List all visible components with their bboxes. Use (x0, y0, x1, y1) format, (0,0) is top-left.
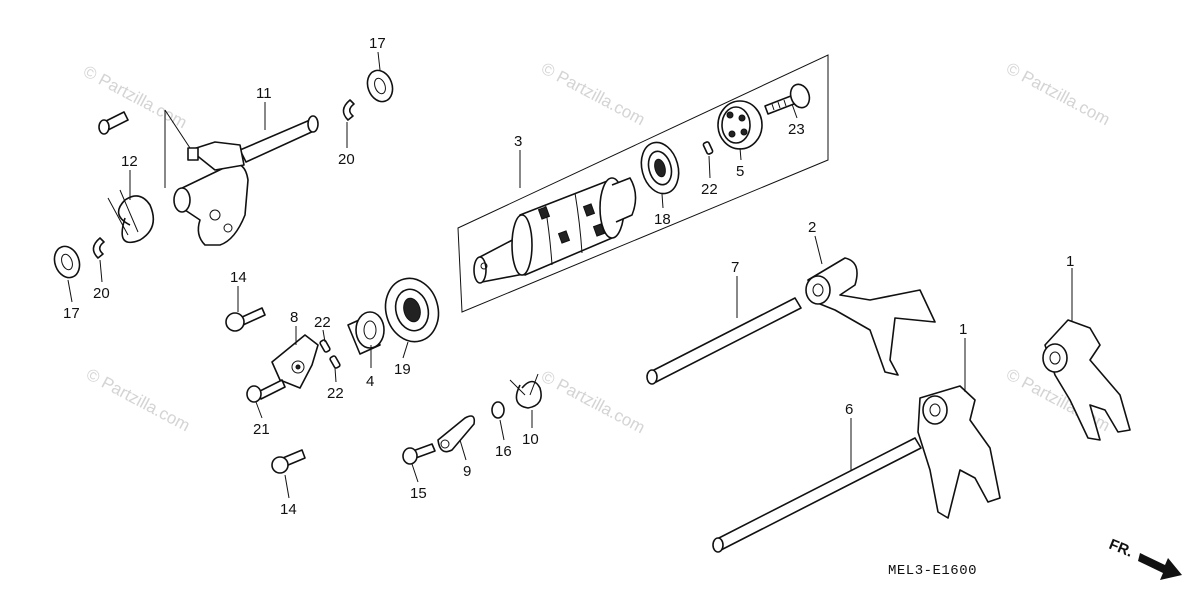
callout-11: 11 (256, 85, 272, 102)
bolt-14-upper (225, 307, 266, 332)
callout-9: 9 (463, 463, 471, 480)
front-indicator-label: FR. (1107, 536, 1136, 561)
dowel-pin-22-upper (702, 141, 714, 155)
stopper-bolt (98, 111, 129, 135)
watermark-5: © Partzilla.com (538, 367, 648, 438)
dowel-pin-22-b (329, 355, 341, 369)
callout-18: 18 (654, 211, 671, 228)
callout-14-upper: 14 (230, 269, 247, 286)
shift-drum (473, 177, 637, 284)
watermark-2: © Partzilla.com (538, 59, 648, 130)
watermark-1: © Partzilla.com (80, 62, 190, 133)
shift-fork-2 (805, 257, 936, 376)
callout-2: 2 (808, 219, 816, 236)
callout-10: 10 (522, 431, 539, 448)
callout-6: 6 (845, 401, 853, 418)
bolt-14-lower (271, 449, 306, 474)
leader-lines (67, 51, 1073, 499)
drum-assembly-outline (457, 54, 829, 313)
callout-1-right: 1 (1066, 253, 1074, 270)
gearshift-spindle-11 (173, 115, 319, 246)
callout-17-lower: 17 (63, 305, 80, 322)
bearing-18 (640, 141, 680, 195)
callout-8: 8 (290, 309, 298, 326)
callout-3: 3 (514, 133, 522, 150)
collar-4 (347, 311, 385, 355)
dowel-pin-22-a (319, 339, 331, 353)
stopper-arm-8 (271, 334, 319, 389)
bolt-23 (764, 83, 811, 115)
callout-22-mid: 22 (314, 314, 331, 331)
callout-19: 19 (394, 361, 411, 378)
callouts: 1 1 2 3 4 5 6 7 8 9 10 11 12 14 14 15 16… (63, 35, 1074, 518)
callout-1-center: 1 (959, 321, 967, 338)
callout-12: 12 (121, 153, 138, 170)
watermark-4: © Partzilla.com (83, 365, 193, 436)
callout-20-lower: 20 (93, 285, 110, 302)
plate-9 (437, 415, 476, 453)
front-indicator: FR. (1107, 536, 1182, 580)
drum-center-5 (717, 100, 763, 150)
callout-22-lower: 22 (327, 385, 344, 402)
spindle-outline (164, 109, 191, 188)
bearing-19 (384, 277, 440, 343)
callout-16: 16 (495, 443, 512, 460)
bolt-15 (402, 443, 436, 465)
shift-fork-shaft-6 (712, 437, 922, 553)
bolt-21 (246, 379, 286, 403)
front-arrow-icon (1138, 553, 1182, 580)
watermarks: © Partzilla.com © Partzilla.com © Partzi… (80, 59, 1113, 438)
callout-4: 4 (366, 373, 374, 390)
callout-15: 15 (410, 485, 427, 502)
shift-fork-1-center (917, 385, 1001, 519)
watermark-3: © Partzilla.com (1003, 59, 1113, 130)
spring-10 (509, 373, 542, 409)
circlip-20-upper (342, 99, 355, 121)
shift-fork-1-right (1042, 319, 1131, 441)
shift-fork-shaft-7 (646, 297, 802, 385)
washer-17-upper (366, 69, 394, 103)
return-spring-12 (107, 189, 155, 244)
callout-21: 21 (253, 421, 270, 438)
washer-17-lower (53, 245, 81, 279)
callout-14-lower: 14 (280, 501, 297, 518)
washer-16 (491, 401, 505, 419)
callout-22-upper: 22 (701, 181, 718, 198)
callout-20-upper: 20 (338, 151, 355, 168)
callout-17-upper: 17 (369, 35, 386, 52)
callout-5: 5 (736, 163, 744, 180)
circlip-20-lower (92, 237, 105, 259)
callout-7: 7 (731, 259, 739, 276)
diagram-code: MEL3-E1600 (888, 563, 977, 579)
callout-23: 23 (788, 121, 805, 138)
